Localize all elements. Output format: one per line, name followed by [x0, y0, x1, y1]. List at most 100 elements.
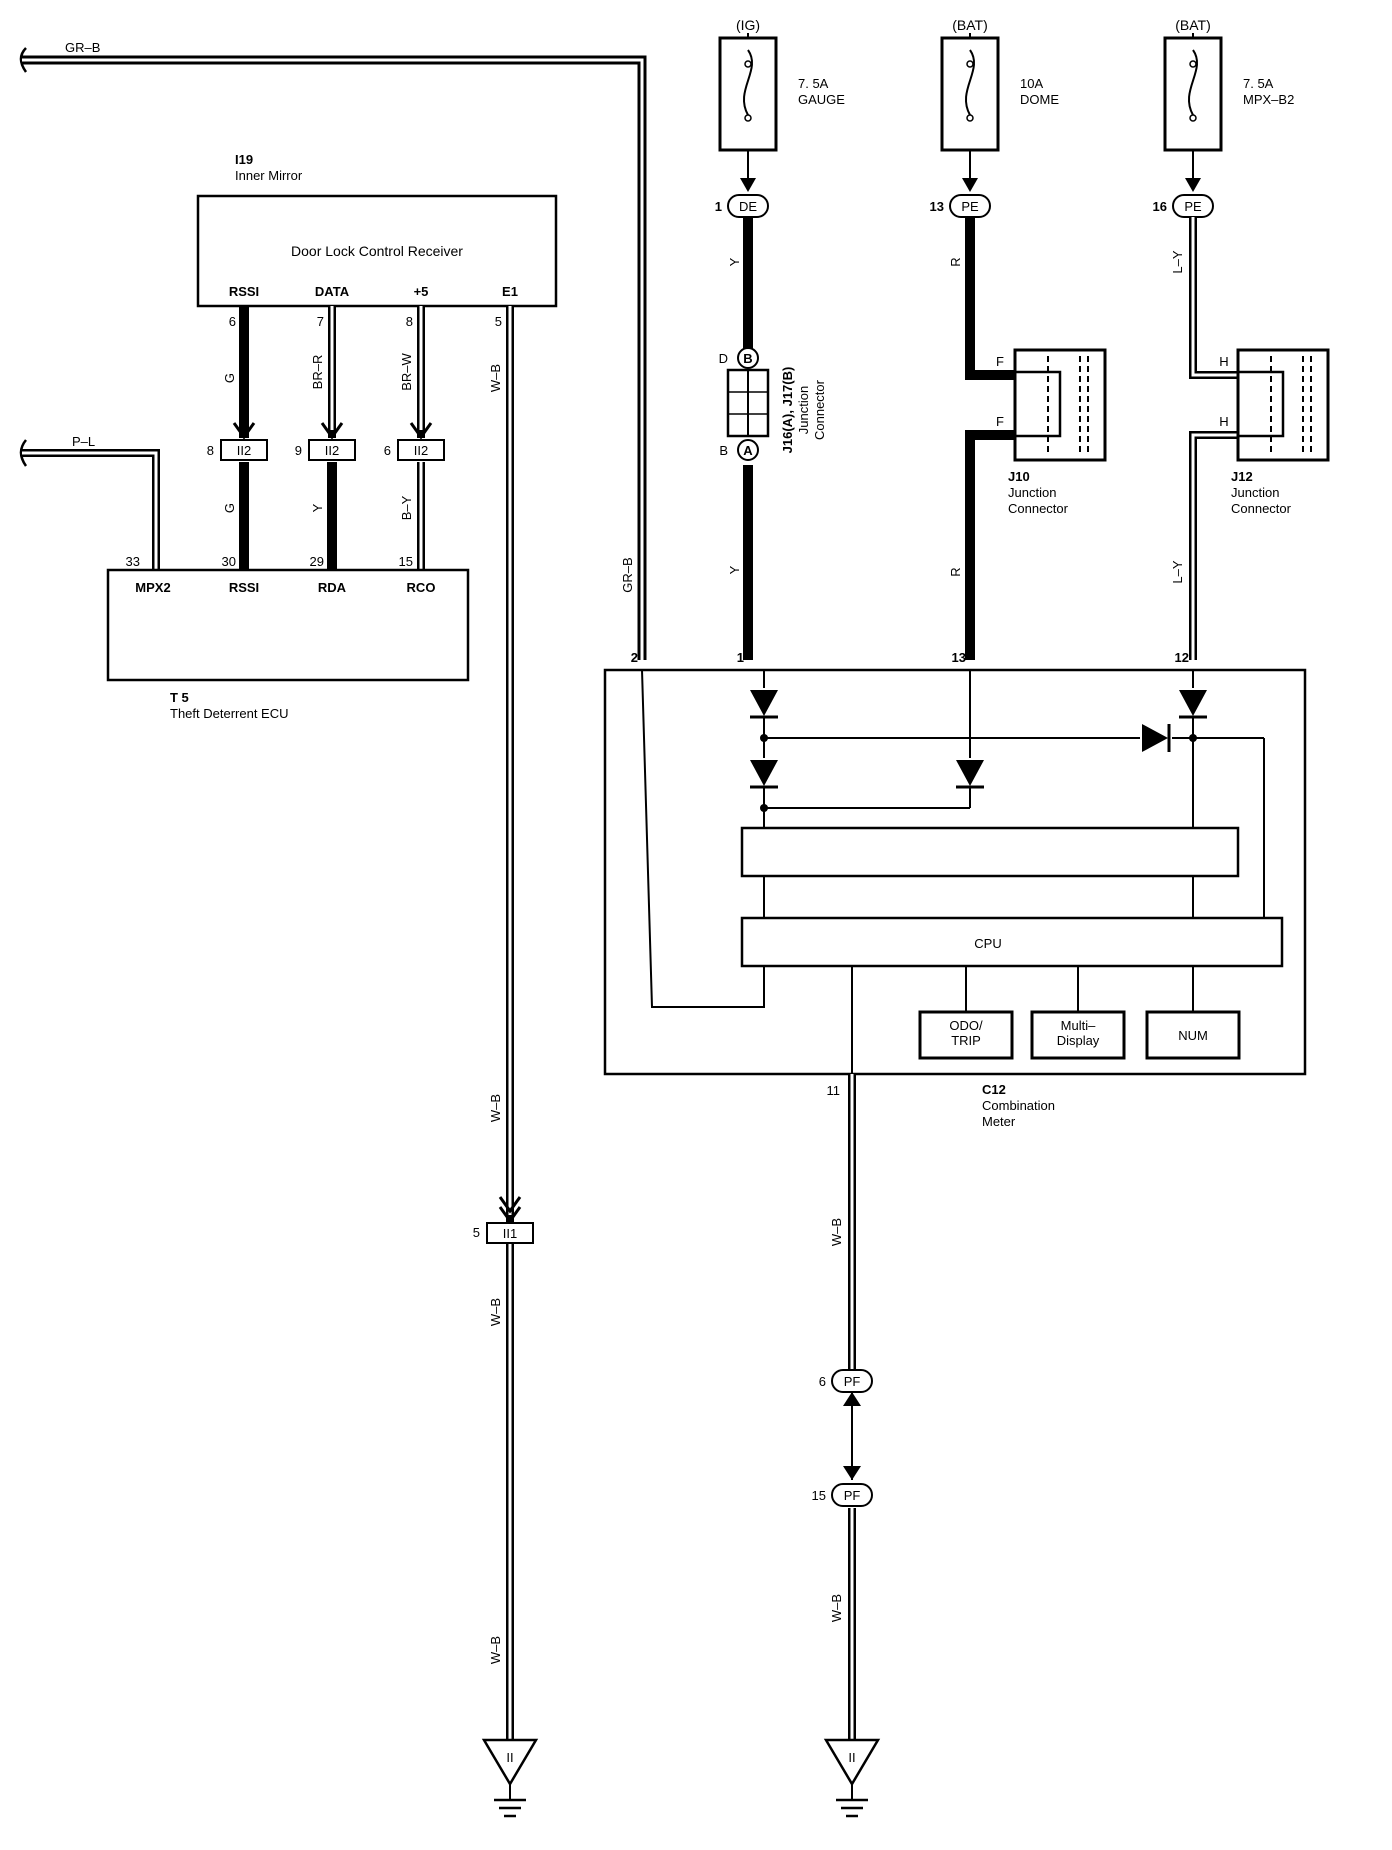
- svg-text:DOME: DOME: [1020, 92, 1059, 107]
- wire-meter-w-b: W–B W–B: [829, 1074, 861, 1740]
- svg-text:1: 1: [737, 650, 744, 665]
- svg-text:D: D: [719, 351, 728, 366]
- wire-gr-b: GR–B GR–B: [19, 40, 647, 660]
- svg-text:ODO/: ODO/: [949, 1018, 983, 1033]
- wire-l-y: L–Y L–Y: [1170, 217, 1238, 660]
- svg-text:Connector: Connector: [812, 379, 827, 440]
- svg-text:W–B: W–B: [488, 364, 503, 392]
- svg-text:1: 1: [715, 199, 722, 214]
- svg-text:RDA: RDA: [318, 580, 347, 595]
- svg-text:8: 8: [207, 443, 214, 458]
- svg-text:(IG): (IG): [736, 17, 760, 33]
- ground-right: II: [823, 1738, 881, 1818]
- connector-ii1: 5 II1: [473, 1222, 534, 1244]
- svg-text:13: 13: [930, 199, 944, 214]
- svg-text:30: 30: [222, 554, 236, 569]
- svg-text:TRIP: TRIP: [951, 1033, 981, 1048]
- svg-text:PE: PE: [961, 199, 979, 214]
- connector-pe-mpx: 16 PE: [1153, 194, 1214, 218]
- svg-text:(BAT): (BAT): [1175, 17, 1211, 33]
- ground-left: II: [481, 1738, 539, 1818]
- svg-text:6: 6: [819, 1374, 826, 1389]
- diode-2: [750, 760, 778, 789]
- wire-y: Y Y: [727, 217, 753, 660]
- svg-text:2: 2: [631, 650, 638, 665]
- svg-text:G: G: [222, 373, 237, 383]
- inner-mirror-receiver: I19 Inner Mirror Door Lock Control Recei…: [196, 152, 558, 308]
- diode-5: [1142, 724, 1171, 752]
- connector-de: 1 DE: [715, 194, 769, 218]
- connector-pf-bottom: 15 PF: [812, 1483, 873, 1507]
- svg-text:Meter: Meter: [982, 1114, 1016, 1129]
- svg-text:5: 5: [473, 1225, 480, 1240]
- svg-text:W–B: W–B: [488, 1094, 503, 1122]
- connector-pe-dome: 13 PE: [930, 194, 991, 218]
- svg-text:7. 5A: 7. 5A: [1243, 76, 1274, 91]
- svg-text:RSSI: RSSI: [229, 284, 259, 299]
- svg-text:DATA: DATA: [315, 284, 350, 299]
- svg-text:R: R: [948, 567, 963, 576]
- svg-text:A: A: [743, 443, 753, 458]
- svg-text:B–Y: B–Y: [399, 495, 414, 520]
- svg-text:Door Lock Control Receiver: Door Lock Control Receiver: [291, 243, 463, 259]
- svg-text:9: 9: [295, 443, 302, 458]
- wire-rssi-g: G G: [222, 306, 256, 570]
- junction-connector-j10: F F J10 Junction Connector: [996, 348, 1107, 516]
- svg-text:Connector: Connector: [1231, 501, 1292, 516]
- svg-text:L–Y: L–Y: [1170, 250, 1185, 273]
- svg-text:6: 6: [384, 443, 391, 458]
- svg-text:33: 33: [126, 554, 140, 569]
- svg-text:W–B: W–B: [829, 1594, 844, 1622]
- connector-ii2: 8 II2 9 II2 6 II2: [207, 439, 445, 461]
- svg-text:H: H: [1219, 354, 1228, 369]
- junction-connector-j12: H H J12 Junction Connector: [1219, 348, 1330, 516]
- svg-text:Junction: Junction: [1008, 485, 1056, 500]
- svg-text:II2: II2: [237, 443, 251, 458]
- svg-text:H: H: [1219, 414, 1228, 429]
- svg-text:29: 29: [310, 554, 324, 569]
- svg-text:MPX2: MPX2: [135, 580, 170, 595]
- diode-4: [1179, 690, 1207, 719]
- svg-text:C12: C12: [982, 1082, 1006, 1097]
- multi-display-block: Multi– Display: [1030, 1010, 1126, 1060]
- svg-text:10A: 10A: [1020, 76, 1043, 91]
- svg-text:B: B: [719, 443, 728, 458]
- svg-text:7: 7: [317, 314, 324, 329]
- svg-text:J12: J12: [1231, 469, 1253, 484]
- svg-text:II1: II1: [503, 1226, 517, 1241]
- wire-plus5-br-w: BR–W B–Y: [399, 306, 433, 570]
- svg-text:13: 13: [952, 650, 966, 665]
- svg-text:W–B: W–B: [829, 1218, 844, 1246]
- power-block: [740, 826, 1240, 878]
- svg-text:GR–B: GR–B: [65, 40, 100, 55]
- svg-text:II: II: [848, 1750, 855, 1765]
- svg-text:15: 15: [812, 1488, 826, 1503]
- svg-text:I19: I19: [235, 152, 253, 167]
- wire-r: R R: [948, 217, 1015, 660]
- svg-text:Theft Deterrent ECU: Theft Deterrent ECU: [170, 706, 289, 721]
- svg-text:BR–W: BR–W: [399, 352, 414, 390]
- svg-text:RCO: RCO: [407, 580, 436, 595]
- svg-text:W–B: W–B: [488, 1636, 503, 1664]
- svg-text:12: 12: [1175, 650, 1189, 665]
- svg-text:Inner Mirror: Inner Mirror: [235, 168, 303, 183]
- connector-pf-top: 6 PF: [819, 1369, 873, 1393]
- svg-text:Junction: Junction: [1231, 485, 1279, 500]
- svg-text:RSSI: RSSI: [229, 580, 259, 595]
- theft-deterrent-ecu: 33 30 29 15 MPX2 RSSI RDA RCO T 5 Theft …: [106, 554, 470, 721]
- svg-text:Display: Display: [1057, 1033, 1100, 1048]
- svg-text:DE: DE: [739, 199, 757, 214]
- svg-text:Multi–: Multi–: [1061, 1018, 1096, 1033]
- svg-text:6: 6: [229, 314, 236, 329]
- svg-text:11: 11: [827, 1083, 841, 1098]
- svg-text:BR–R: BR–R: [310, 355, 325, 390]
- wire-p-l: P–L: [19, 434, 160, 570]
- svg-text:II2: II2: [414, 443, 428, 458]
- svg-text:T 5: T 5: [170, 690, 189, 705]
- svg-text:F: F: [996, 414, 1004, 429]
- wire-data-br-r: BR–R Y: [310, 306, 344, 570]
- svg-text:II2: II2: [325, 443, 339, 458]
- svg-text:G: G: [222, 503, 237, 513]
- svg-text:5: 5: [495, 314, 502, 329]
